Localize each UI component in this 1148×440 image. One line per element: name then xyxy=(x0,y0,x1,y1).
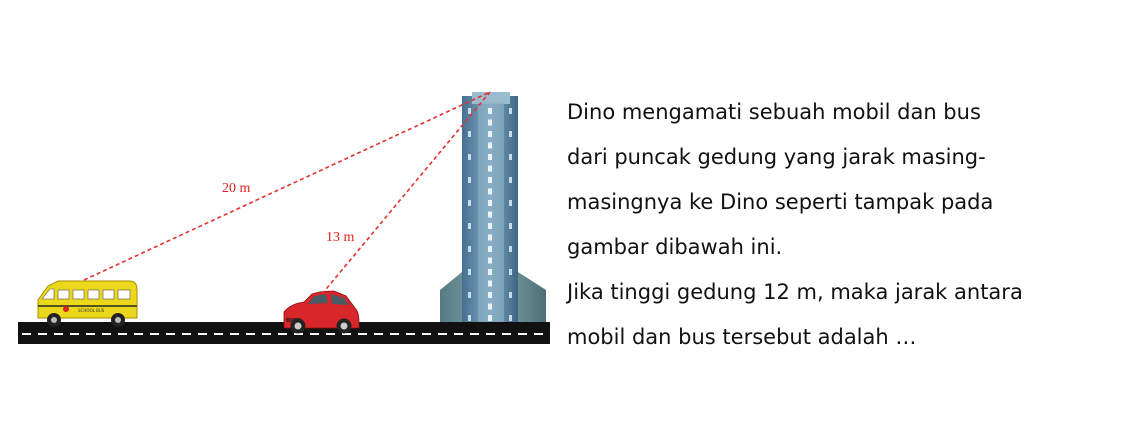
building-window xyxy=(509,269,512,275)
building-window xyxy=(468,200,471,206)
building-window xyxy=(488,154,492,160)
building-window xyxy=(488,119,492,126)
building-window xyxy=(509,246,512,252)
building-window xyxy=(509,315,512,321)
building-window xyxy=(488,108,492,114)
problem-line-6: mobil dan bus tersebut adalah … xyxy=(567,325,917,349)
problem-text: Dino mengamati sebuah mobil dan bus dari… xyxy=(567,90,1142,360)
building-window xyxy=(488,269,492,275)
building-window xyxy=(488,165,492,172)
building-window xyxy=(488,177,492,183)
building-windows xyxy=(468,108,512,321)
problem-line-3: masingnya ke Dino seperti tampak pada xyxy=(567,190,994,214)
building-window xyxy=(509,131,512,137)
building-window xyxy=(488,280,492,287)
building-window xyxy=(468,315,471,321)
building-window xyxy=(468,108,471,114)
red-car xyxy=(283,290,360,334)
building-window xyxy=(509,223,512,229)
building-window xyxy=(468,177,471,183)
building-window xyxy=(468,246,471,252)
building-window xyxy=(488,211,492,218)
building-window xyxy=(509,292,512,298)
building-window xyxy=(488,292,492,298)
sight-line-to-car xyxy=(321,91,491,295)
building-window xyxy=(488,200,492,206)
school-bus: SCHOOL BUS xyxy=(37,280,138,327)
building-window xyxy=(488,303,492,310)
building-window xyxy=(488,131,492,137)
building-window xyxy=(488,257,492,264)
building-window xyxy=(468,292,471,298)
building-window xyxy=(468,131,471,137)
building-window xyxy=(488,223,492,229)
problem-line-1: Dino mengamati sebuah mobil dan bus xyxy=(567,100,981,124)
building-window xyxy=(488,188,492,195)
diagram-scene: SCHOOL BUS 20 m 13 m xyxy=(18,91,550,344)
sight-line-to-bus xyxy=(83,91,491,281)
building-window xyxy=(509,177,512,183)
building-window xyxy=(509,154,512,160)
building-window xyxy=(488,142,492,149)
building-window xyxy=(509,200,512,206)
road xyxy=(18,322,550,344)
building-window xyxy=(488,315,492,321)
building-window xyxy=(468,223,471,229)
building-window xyxy=(468,269,471,275)
problem-line-2: dari puncak gedung yang jarak masing- xyxy=(567,145,986,169)
building xyxy=(440,92,546,330)
building-window xyxy=(488,234,492,241)
bus-sign: SCHOOL BUS xyxy=(78,308,105,313)
car-distance-label: 13 m xyxy=(326,230,355,245)
building-window xyxy=(488,246,492,252)
building-window xyxy=(509,108,512,114)
building-window xyxy=(468,154,471,160)
bus-distance-label: 20 m xyxy=(222,181,251,196)
problem-line-4: gambar dibawah ini. xyxy=(567,235,783,259)
problem-line-5: Jika tinggi gedung 12 m, maka jarak anta… xyxy=(567,280,1023,304)
